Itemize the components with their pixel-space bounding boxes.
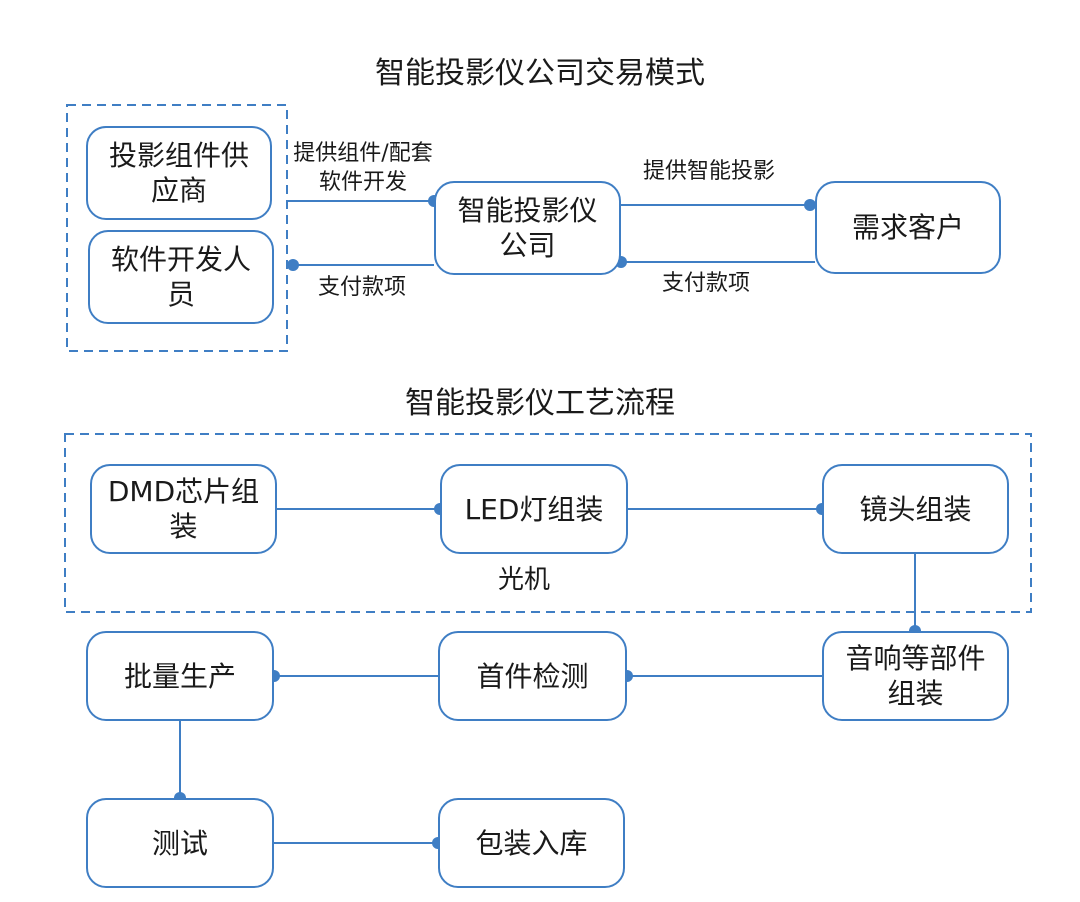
node-test: 测试	[86, 798, 274, 888]
trade-model-title: 智能投影仪公司交易模式	[375, 56, 705, 91]
edge-company-to-customer-dot	[804, 199, 816, 211]
node-inspect: 首件检测	[438, 631, 627, 721]
node-supplier: 投影组件供应商	[86, 126, 272, 220]
edge-company-to-developer-dot	[287, 259, 299, 271]
process-flow-title: 智能投影仪工艺流程	[405, 386, 675, 421]
node-audio: 音响等部件组装	[822, 631, 1009, 721]
label-company-to-developer: 支付款项	[318, 275, 407, 300]
node-mass: 批量生产	[86, 631, 274, 721]
optical-engine-group-frame	[64, 433, 1032, 613]
label-customer-to-company: 支付款项	[662, 271, 751, 296]
node-developer: 软件开发人员	[88, 230, 274, 324]
node-led: LED灯组装	[440, 464, 628, 554]
node-customer: 需求客户	[815, 181, 1001, 274]
label-supplier-to-company: 提供组件/配套软件开发	[293, 141, 433, 195]
node-pack: 包装入库	[438, 798, 625, 888]
node-company: 智能投影仪公司	[434, 181, 621, 275]
optical-engine-group-label: 光机	[498, 565, 551, 595]
label-company-to-customer: 提供智能投影	[643, 159, 776, 184]
node-dmd: DMD芯片组装	[90, 464, 277, 554]
supplier-group-frame	[66, 104, 288, 352]
node-lens: 镜头组装	[822, 464, 1009, 554]
